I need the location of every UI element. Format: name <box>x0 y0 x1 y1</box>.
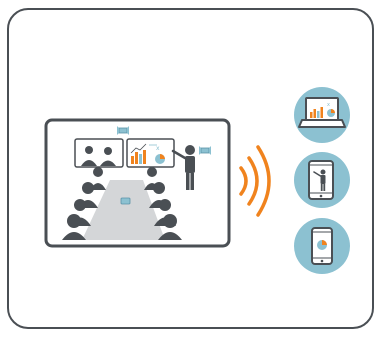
meeting-room-illustration: x <box>44 118 231 248</box>
smartphone-icon <box>294 218 350 274</box>
tablet-icon <box>294 152 350 208</box>
attendee-group-right <box>144 167 182 240</box>
video-call-window <box>74 138 124 168</box>
svg-text:x: x <box>327 102 330 108</box>
wifi-signal-icon <box>239 145 271 217</box>
camera-icon <box>199 146 211 155</box>
presentation-board-icon: x <box>126 138 175 168</box>
svg-text:x: x <box>156 145 160 152</box>
attendee-group-left <box>62 167 106 240</box>
table-speaker-icon <box>120 197 131 205</box>
conference-table <box>82 180 165 240</box>
laptop-icon: x <box>294 87 350 143</box>
camera-icon <box>117 126 129 135</box>
presenter-figure <box>171 145 195 190</box>
